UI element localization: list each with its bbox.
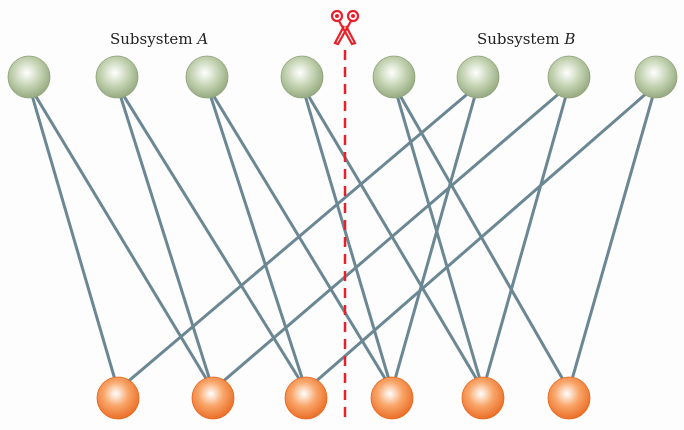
subsystem-node-top xyxy=(372,55,416,99)
subsystem-node-top xyxy=(280,55,324,99)
subsystem-b-letter: B xyxy=(564,30,576,48)
subsystem-node-bottom xyxy=(547,376,591,420)
edge xyxy=(115,84,308,391)
edge xyxy=(300,84,394,391)
edge xyxy=(481,84,571,391)
subsystem-node-top xyxy=(95,55,139,99)
subsystem-node-top xyxy=(185,55,229,99)
subsystem-node-bottom xyxy=(191,376,235,420)
subsystem-a-text: Subsystem xyxy=(110,30,193,48)
subsystem-node-bottom xyxy=(370,376,414,420)
edge xyxy=(205,84,308,391)
edge xyxy=(115,84,215,391)
subsystem-node-top xyxy=(547,55,591,99)
subsystem-node-bottom xyxy=(96,376,140,420)
edge xyxy=(27,84,120,391)
edge xyxy=(117,83,479,392)
subsystem-node-top xyxy=(456,55,500,99)
edge xyxy=(567,84,658,391)
edge xyxy=(305,83,657,392)
edge xyxy=(392,84,485,391)
subsystem-node-top xyxy=(634,55,678,99)
subsystem-a-letter: A xyxy=(197,30,209,48)
subsystem-node-bottom xyxy=(461,376,505,420)
subsystem-node-top xyxy=(7,55,51,99)
edge xyxy=(390,84,480,391)
edge xyxy=(27,84,215,391)
subsystem-b-label: Subsystem B xyxy=(477,30,575,48)
nodes xyxy=(7,55,678,420)
subsystem-b-text: Subsystem xyxy=(477,30,560,48)
edge xyxy=(212,83,570,392)
subsystem-node-bottom xyxy=(284,376,328,420)
edges xyxy=(27,83,658,392)
scissors-icon xyxy=(330,9,360,46)
subsystem-a-label: Subsystem A xyxy=(110,30,208,48)
